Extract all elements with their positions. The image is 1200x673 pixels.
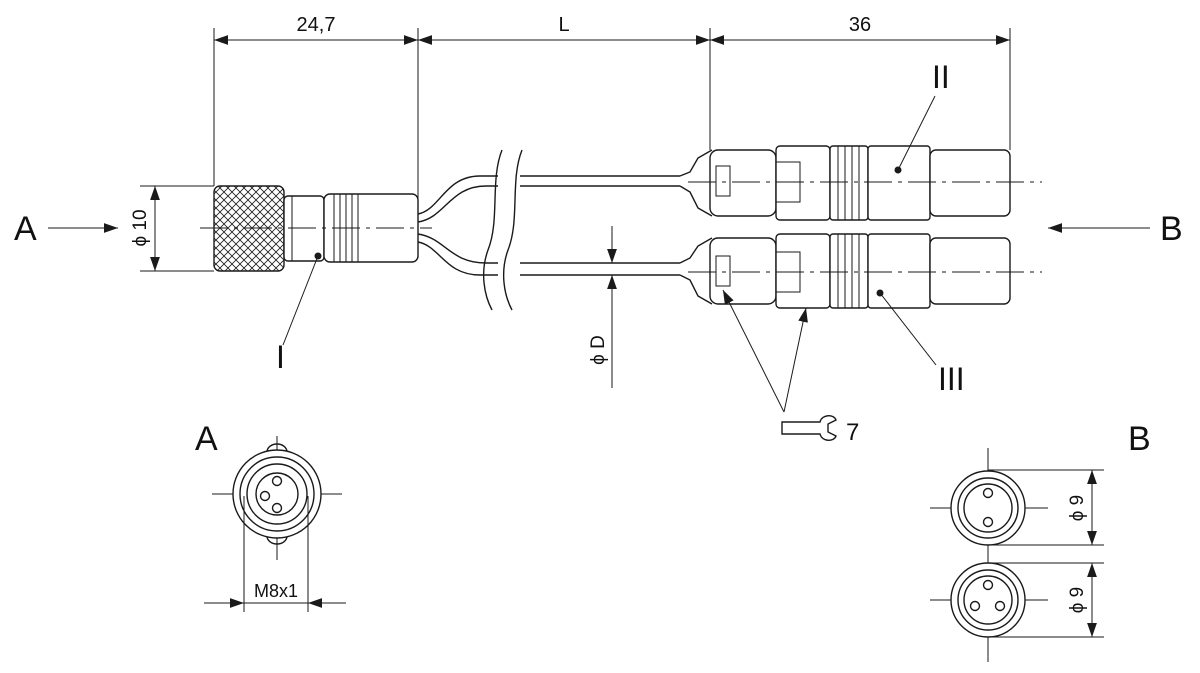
view-arrows: A B	[14, 210, 1183, 248]
label-connector-1: I	[276, 339, 285, 375]
connector-2: II	[679, 59, 1042, 221]
label-connector-2: II	[932, 59, 950, 95]
dim-length-cable: L	[558, 14, 569, 36]
wrench-callout: 7	[722, 289, 859, 446]
dim-diameter-b-lower: ϕ 9	[1067, 587, 1088, 614]
cable	[417, 149, 680, 311]
dimension-diameter-d: ϕ D	[588, 226, 617, 388]
dimension-top: 24,7 L 36	[213, 14, 1011, 200]
dim-thread: M8x1	[254, 581, 298, 601]
dimension-diameter-10: ϕ 10	[130, 185, 214, 272]
view-label-b: B	[1160, 210, 1183, 248]
detail-a: A M8x1	[195, 420, 346, 612]
dim-diameter-b-upper: ϕ 9	[1067, 495, 1088, 522]
wrench-icon	[781, 415, 837, 441]
dim-length-left: 24,7	[297, 14, 336, 36]
label-connector-3: III	[938, 361, 965, 397]
dim-diameter-connector: ϕ 10	[130, 209, 151, 246]
dim-length-right: 36	[849, 14, 871, 36]
dim-diameter-cable: ϕ D	[588, 335, 609, 365]
view-label-a: A	[14, 210, 37, 248]
connector-1: I	[200, 185, 432, 375]
detail-label-a: A	[195, 420, 218, 458]
connector-3: III	[679, 233, 1042, 397]
label-wrench-size: 7	[846, 419, 859, 446]
detail-b: B ϕ 9 ϕ 9	[930, 420, 1151, 662]
detail-label-b: B	[1128, 420, 1151, 458]
